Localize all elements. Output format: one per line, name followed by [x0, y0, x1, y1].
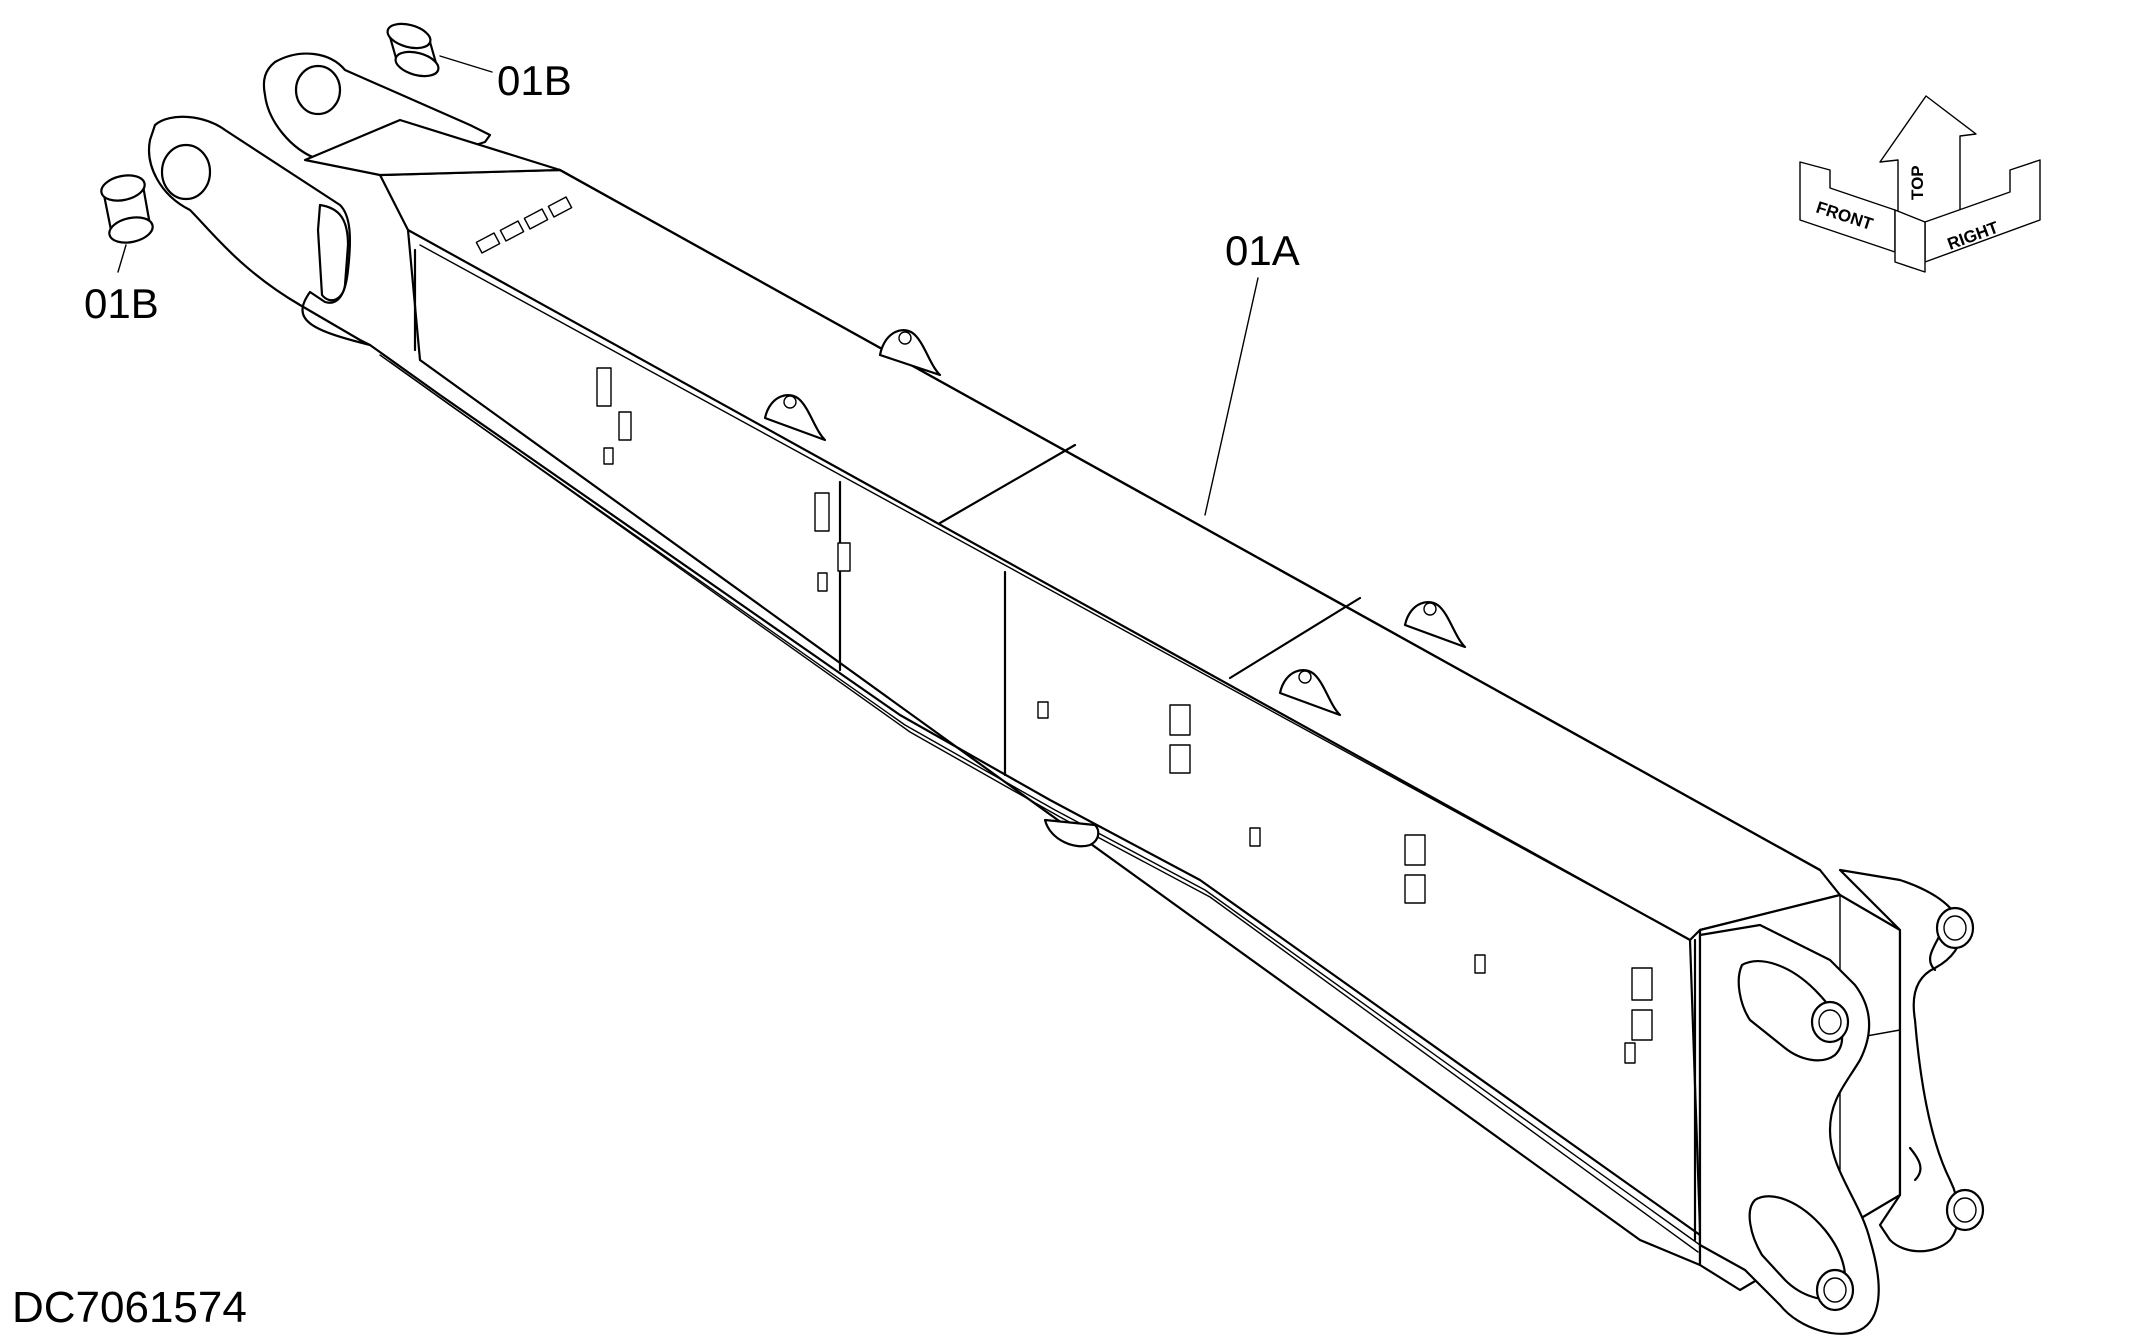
clip-7: [1037, 701, 1049, 719]
leader-01B-left: [117, 244, 127, 273]
lug-3-hole: [1423, 602, 1437, 616]
arm-top-edge-inner: [419, 244, 1691, 941]
clip-16: [1624, 1042, 1636, 1064]
top-bracket-group: [475, 196, 573, 254]
bushing-left: [100, 174, 154, 244]
clip-15: [1631, 1009, 1653, 1041]
orientation-center: [1894, 209, 1926, 273]
base-boss-front-hole: [160, 143, 212, 201]
tip-hook-lower: [1908, 1146, 1922, 1182]
top-bracket-1: [475, 232, 501, 254]
top-bracket-2: [499, 220, 525, 242]
bushing-left-rim-lower: [108, 216, 154, 244]
tip-pin-hole-lower-inner: [1823, 1277, 1847, 1303]
clip-9: [1169, 744, 1191, 774]
clip-5: [837, 542, 851, 572]
orientation-icon: FRONT TOP RIGHT: [1799, 95, 2041, 273]
lug-2: [763, 394, 827, 442]
lug-2-hole: [783, 395, 797, 409]
arm-base-end: [147, 52, 573, 347]
callout-01A: 01A: [1225, 227, 1300, 274]
lug-4: [1278, 669, 1342, 717]
top-lugs: [763, 329, 1467, 848]
top-bracket-3: [523, 208, 549, 230]
clip-8: [1169, 704, 1191, 736]
lug-1-hole: [898, 331, 912, 345]
base-boss-rear-hole: [294, 64, 342, 116]
arm-bottom-edge-3: [389, 361, 1699, 1253]
orientation-top-label: TOP: [1908, 165, 1927, 200]
arm-top-edge: [558, 168, 1822, 872]
clip-6: [817, 572, 828, 592]
clip-3: [603, 447, 614, 465]
side-clips: [596, 367, 1653, 1064]
section-line-top-2: [1228, 596, 1362, 680]
tip-ear-hole-lower-inner: [1953, 1197, 1977, 1223]
base-boss-pad: [316, 203, 350, 302]
bushing-left-rim: [100, 174, 146, 202]
tip-pin-hole-upper-inner: [1818, 1009, 1842, 1035]
document-id: DC7061574: [12, 1283, 247, 1332]
clip-2: [618, 411, 632, 441]
bushing-top-rim-lower: [394, 50, 440, 78]
bushing-top: [386, 22, 440, 78]
leader-01A: [1204, 277, 1259, 516]
section-line-top-1: [938, 443, 1077, 525]
arm-tip-end: [1698, 868, 1985, 1335]
lug-bottom: [1043, 818, 1100, 848]
tip-ear-hole-upper-inner: [1943, 915, 1967, 941]
lug-4-hole: [1298, 670, 1312, 684]
tip-hook-upper: [1928, 933, 1942, 972]
bushing-top-rim: [386, 22, 432, 50]
top-bracket-4: [547, 196, 573, 218]
arm-bottom-edge-1: [368, 343, 1702, 1237]
leader-01B-top: [439, 55, 493, 73]
clip-11: [1404, 834, 1426, 866]
callout-01B-top: 01B: [497, 57, 572, 104]
arm-body: [368, 168, 1842, 1267]
base-web: [303, 118, 562, 177]
clip-1: [596, 367, 612, 407]
clip-14: [1631, 967, 1653, 1001]
clip-10: [1249, 827, 1261, 847]
callout-01B-left: 01B: [84, 280, 159, 327]
lug-1: [878, 329, 942, 377]
clip-12: [1404, 874, 1426, 904]
clip-4: [814, 492, 830, 532]
lug-3: [1403, 601, 1467, 649]
clip-13: [1474, 954, 1486, 974]
